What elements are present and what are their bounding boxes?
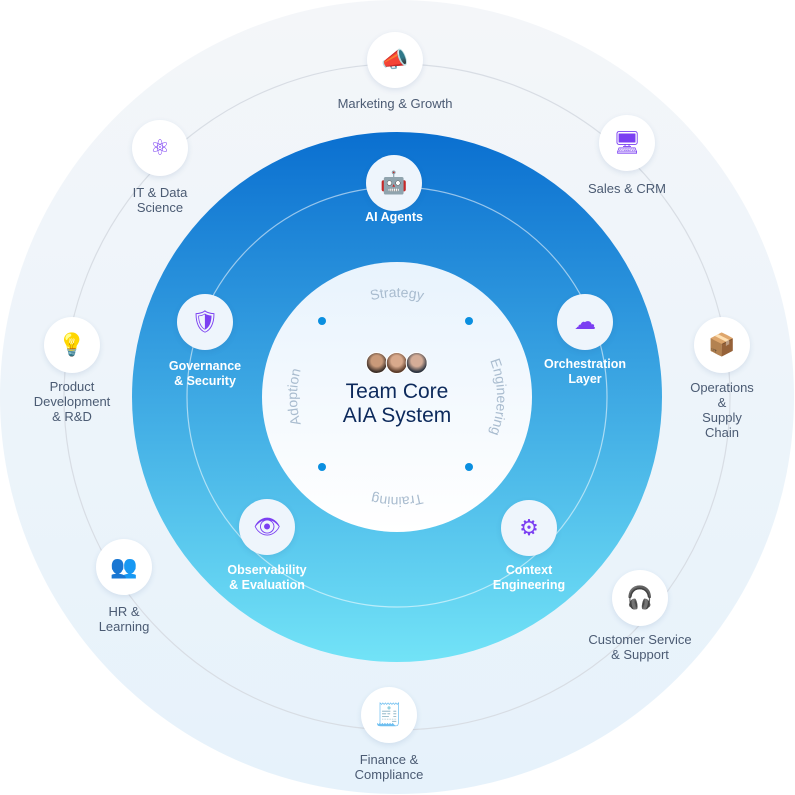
- avatar: [385, 352, 408, 374]
- core-circle: [262, 262, 532, 532]
- node-label: Product Development & R&D: [33, 379, 111, 424]
- invoice-icon: 🧾: [375, 702, 403, 727]
- boxes-icon: 📦: [708, 332, 736, 357]
- boxes-node[interactable]: 📦: [694, 317, 750, 373]
- phase-adoption: Adoption: [284, 367, 304, 428]
- eye-node[interactable]: 👁: [239, 499, 295, 555]
- robot-icon: 🤖: [380, 170, 408, 195]
- headset-icon: 🎧: [626, 585, 654, 610]
- node-label: IT & Data Science: [132, 185, 188, 215]
- avatar: [365, 352, 388, 374]
- atom-node[interactable]: ⚛: [132, 120, 188, 176]
- eye-icon: 👁: [253, 514, 281, 539]
- cloud-network-node[interactable]: ☁: [557, 294, 613, 350]
- node-label: Orchestration Layer: [544, 357, 626, 386]
- node-label: AI Agents: [365, 210, 423, 224]
- gears-node[interactable]: ⚙: [501, 500, 557, 556]
- dashboard-icon: 🖥: [613, 130, 641, 155]
- shield-bank-node[interactable]: 🛡: [177, 294, 233, 350]
- node-label: Sales & CRM: [587, 181, 667, 196]
- node-label: Context Engineering: [492, 563, 566, 592]
- core: Team Core AIA System: [342, 352, 452, 428]
- team-avatars: [343, 352, 452, 374]
- dot: [465, 317, 473, 325]
- phase-training: Training: [369, 491, 424, 510]
- training-node[interactable]: 👥: [96, 539, 152, 595]
- megaphone-node[interactable]: 📣: [367, 32, 423, 88]
- dashboard-node[interactable]: 🖥: [599, 115, 655, 171]
- node-label: HR & Learning: [98, 604, 150, 634]
- node-label: Finance & Compliance: [354, 752, 424, 782]
- headset-node[interactable]: 🎧: [612, 570, 668, 626]
- training-icon: 👥: [110, 554, 138, 579]
- product-box-icon: 💡: [58, 332, 86, 357]
- dot: [318, 463, 326, 471]
- dot: [318, 317, 326, 325]
- atom-icon: ⚛: [150, 135, 170, 160]
- robot-node[interactable]: 🤖: [366, 155, 422, 211]
- gears-icon: ⚙: [519, 515, 539, 540]
- phase-strategy: Strategy: [368, 284, 425, 303]
- shield-bank-icon: 🛡: [191, 309, 219, 334]
- node-label: Marketing & Growth: [337, 96, 453, 111]
- node-label: Customer Service & Support: [588, 632, 692, 662]
- dot: [465, 463, 473, 471]
- invoice-node[interactable]: 🧾: [361, 687, 417, 743]
- node-label: Governance & Security: [168, 359, 242, 388]
- core-title: Team Core AIA System: [342, 380, 452, 427]
- product-box-node[interactable]: 💡: [44, 317, 100, 373]
- node-label: Observability & Evaluation: [227, 563, 307, 592]
- avatar: [405, 352, 428, 374]
- megaphone-icon: 📣: [381, 47, 409, 72]
- node-label: Operations & Supply Chain: [690, 380, 754, 440]
- cloud-network-icon: ☁: [574, 309, 596, 334]
